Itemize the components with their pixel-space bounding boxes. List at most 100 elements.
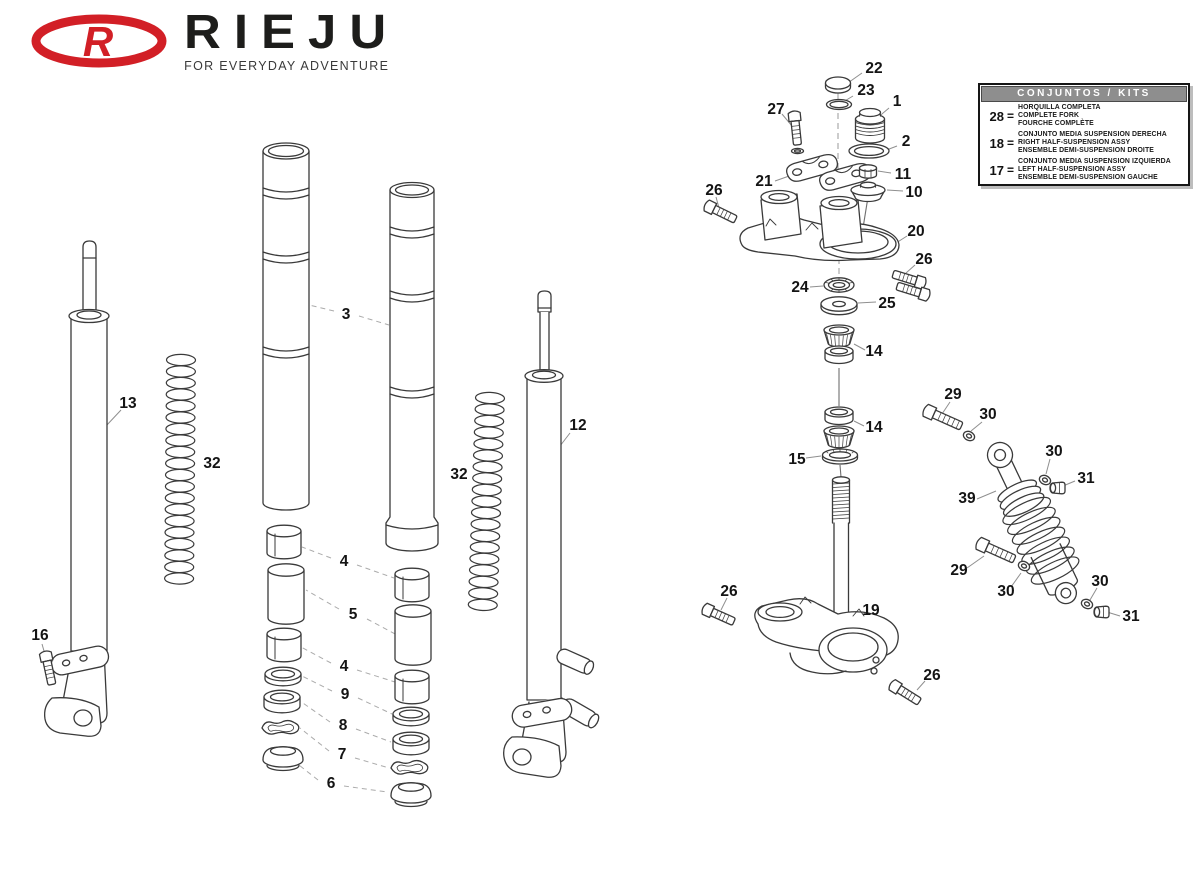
brand-logo: R RIEJU FOR EVERYDAY ADVENTURE [30,7,399,73]
part-12-axle-clamp-right [503,648,600,778]
callout-2: 2 [902,133,911,150]
part-13-axle-clamp-left [44,645,110,737]
callout-16: 16 [31,627,49,644]
callout-19: 19 [862,602,880,619]
callout-4-upper: 4 [340,553,349,570]
part-39-rear-shock [986,441,1083,605]
nut-31-bottom [1093,605,1110,619]
part-20-top-triple-clamp [739,189,900,262]
callout-10: 10 [905,184,922,201]
equals-sign: = [1006,163,1014,177]
callout-labels: 22 23 1 2 27 21 11 10 20 26 26 24 25 14 … [31,60,1140,792]
bolt-29-top [920,402,965,433]
kits-row-description: HORQUILLA COMPLETA COMPLETE FORK FOURCHE… [1018,104,1101,128]
kits-row-18: 18 = CONJUNTO MEDIA SUSPENSION DERECHA R… [981,129,1187,156]
part-9-ring-left [264,666,302,687]
kits-table: CONJUNTOS / KITS 28 = HORQUILLA COMPLETA… [978,83,1190,186]
callout-30-bottom-right: 30 [1091,573,1108,590]
kit-desc-en: LEFT HALF-SUSPENSION ASSY [1018,166,1126,173]
part-2-oring [848,143,890,159]
rieju-r-mark: R [31,14,167,68]
callout-7: 7 [338,746,347,763]
callout-24: 24 [791,279,809,296]
washer-30-bottom-right [1079,596,1095,612]
callout-26-top-left: 26 [705,182,723,199]
bolt-27 [787,109,805,155]
part-3-outer-tube-left [262,142,310,511]
part-12-fork-damper-right [524,290,564,701]
kit-desc-es: CONJUNTO MEDIA SUSPENSION IZQUIERDA [1018,158,1171,165]
kit-desc-es: HORQUILLA COMPLETA [1018,104,1101,111]
callout-22: 22 [865,60,882,77]
callout-32-left: 32 [203,455,220,472]
part-5-slide-bushing-left [267,563,305,625]
callout-8: 8 [339,717,348,734]
callout-23: 23 [857,82,875,99]
callout-6: 6 [327,775,336,792]
kit-desc-fr: FOURCHE COMPLÈTE [1018,120,1094,127]
callout-11: 11 [895,166,912,183]
part-6-dust-cap-left [262,746,304,772]
part-19-bottom-triple-clamp [754,476,899,675]
part-4-bushing-left-lower [266,627,302,663]
part-10-cone-washer [850,181,886,203]
leader-lines [41,72,1121,691]
part-24-bearing-cover [823,277,855,293]
callout-13: 13 [119,395,137,412]
part-8-oil-seal-left [263,689,301,714]
part-13-fork-damper-left [68,240,110,652]
kit-desc-es: CONJUNTO MEDIA SUSPENSION DERECHA [1018,131,1167,138]
callout-14-lower: 14 [865,419,883,436]
callout-30-bottom-left: 30 [997,583,1014,600]
kit-desc-en: COMPLETE FORK [1018,112,1080,119]
part-1-steering-nut [854,107,886,144]
callout-29-bottom: 29 [950,562,968,579]
bolt-26-bottom-right [886,677,924,708]
nut-31-mid [1049,481,1066,495]
part-14-bearing-lower [823,406,855,449]
kit-desc-fr: ENSEMBLE DEMI-SUSPENSION GAUCHE [1018,174,1158,181]
callout-27: 27 [767,101,784,118]
callout-32-right: 32 [450,466,467,483]
bolt-26-top-left [701,198,739,226]
part-4-bushing-right-lower [394,669,430,705]
kits-row-number: 17 = [983,163,1014,178]
callout-9: 9 [341,686,350,703]
callout-25: 25 [878,295,896,312]
part-25-washer [820,296,858,316]
kit-number: 18 [989,135,1004,151]
kit-number: 28 [989,108,1004,124]
part-7-clip-right [390,759,429,775]
part-14-bearing-upper [823,324,855,365]
callout-5: 5 [349,606,358,623]
callout-4-lower: 4 [340,658,349,675]
callout-31-bottom: 31 [1122,608,1140,625]
bolt-29-bottom [973,535,1018,566]
callout-30-top: 30 [979,406,996,423]
kits-row-number: 28 = [983,109,1014,124]
callout-3: 3 [342,306,351,323]
callout-39: 39 [958,490,976,507]
washer-30-mid [1037,472,1053,488]
part-4-bushing-left-upper [266,524,302,560]
washer-30-top [961,428,977,444]
callout-15: 15 [788,451,806,468]
part-7-clip-left [261,719,300,735]
kits-row-description: CONJUNTO MEDIA SUSPENSION DERECHA RIGHT … [1018,131,1167,155]
callout-31-mid: 31 [1077,470,1095,487]
part-32-spring-right [467,391,506,612]
brand-tagline: FOR EVERYDAY ADVENTURE [184,59,390,73]
washer-30-bottom-left [1016,558,1032,574]
steering-stem-lines [838,196,869,478]
part-11-nut [858,164,878,179]
kits-row-28: 28 = HORQUILLA COMPLETA COMPLETE FORK FO… [981,102,1187,129]
part-9-ring-right [392,706,430,727]
part-5-slide-bushing-right [394,604,432,666]
callout-29-top: 29 [944,386,962,403]
callout-21: 21 [755,173,773,190]
callout-20: 20 [907,223,924,240]
kits-row-number: 18 = [983,136,1014,151]
part-4-bushing-right-upper [394,567,430,603]
